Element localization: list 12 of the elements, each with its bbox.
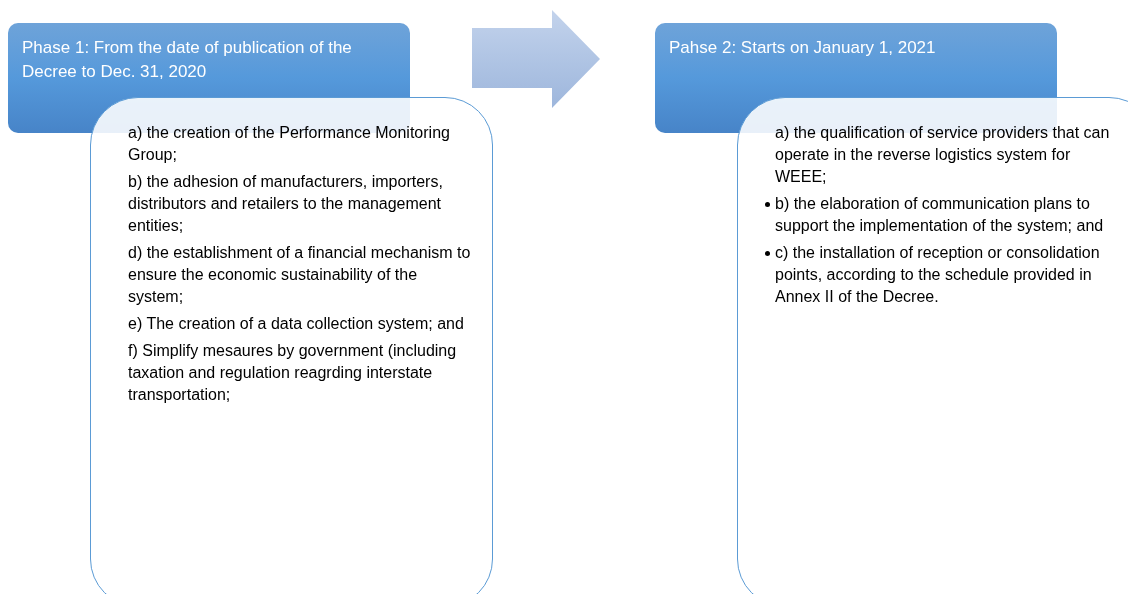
list-item: b) the adhesion of manufacturers, importers, distributors and retailers to the management entities; <box>128 172 444 236</box>
list-item: c) the installation of reception or consolidation points, according to the schedule provided in Annex II of the Decree. <box>775 243 1101 307</box>
list-item: e) The creation of a data collection system; and <box>128 314 465 334</box>
list-item: d) the establishment of a financial mechanism to ensure the economic sustainability of the system; <box>128 243 472 307</box>
task-list-box <box>737 97 1128 594</box>
list-item: a) the creation of the Performance Monitoring Group; <box>128 123 451 165</box>
phase-title: Pahse 2: Starts on January 1, 2021 <box>669 37 937 59</box>
task-list-box <box>90 97 493 594</box>
block-arrow <box>472 10 600 108</box>
list-item: a) the qualification of service providers that can operate in the reverse logistics system for WEEE; <box>775 123 1111 187</box>
phase-title: Phase 1: From the date of publication of the Decree to Dec. 31, 2020 <box>22 37 353 83</box>
list-item: f) Simplify mesaures by government (including taxation and regulation reagrding interstate transportation; <box>128 341 458 405</box>
